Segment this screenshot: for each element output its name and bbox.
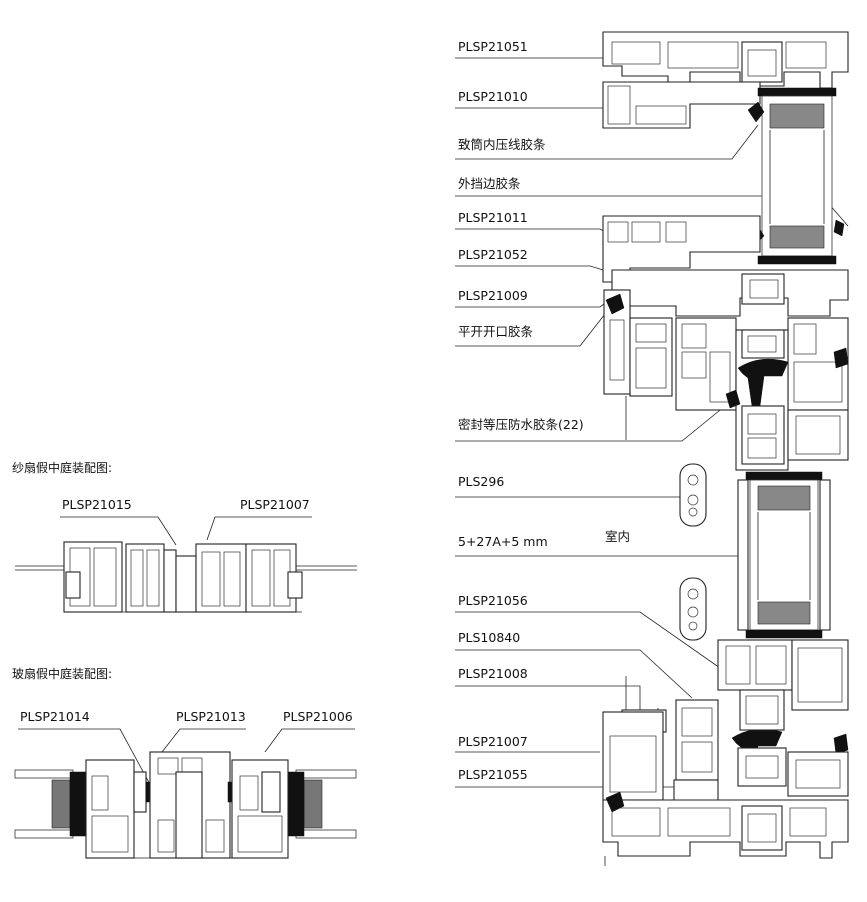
profile-plsp21010 [602,81,761,129]
leader-plsp21006 [264,728,355,753]
profile-left-glass-sash [85,759,135,859]
label-plsp21006: PLSP21006 [283,709,353,724]
profile-plsp21052 [611,269,849,317]
leader-plsp21013 [161,728,246,753]
label-glass-spec: 5+27A+5 mm [458,534,548,549]
label-plsp21015: PLSP21015 [62,497,132,512]
room-label: 室内 [605,529,630,544]
label-pressure-equalizing-seal: 密封等压防水胶条(22) [458,417,584,432]
label-pls296: PLS296 [458,474,504,489]
label-plsp21051: PLSP21051 [458,39,528,54]
label-plsp21007-right: PLSP21007 [458,734,528,749]
profile-right-sash [195,543,247,613]
screen-sash-title: 纱扇假中庭装配图: [12,460,112,475]
leader-plsp21015 [60,516,177,546]
label-plsp21056: PLSP21056 [458,593,528,608]
profile-plsp21055 [673,779,719,803]
label-outer-edge-seal: 外挡边胶条 [458,176,521,191]
label-casement-opening-seal: 平开开口胶条 [458,324,534,339]
label-plsp21007: PLSP21007 [240,497,310,512]
profile-center-mullion [125,543,165,613]
label-plsp21008: PLSP21008 [458,666,528,681]
label-plsp21052: PLSP21052 [458,247,528,262]
label-plsp21009: PLSP21009 [458,288,528,303]
glass-sash-title: 玻扇假中庭装配图: [12,666,112,681]
seal-pressure-equalizing [737,358,789,407]
label-plsp21010: PLSP21010 [458,89,528,104]
label-plsp21014: PLSP21014 [20,709,90,724]
label-inner-bead-seal: 致筒内压线胶条 [458,137,546,152]
screen-sash-diagram: 纱扇假中庭装配图: PLSP21015 PLSP21007 [12,460,357,613]
label-plsp21013: PLSP21013 [176,709,246,724]
leader-plsp21007 [206,516,312,541]
profile-plsp21007-right [602,711,664,801]
profile-casement-sash [629,317,673,397]
glass-sash-diagram: 玻扇假中庭装配图: PLSP21014 PLSP21013 PLSP21006 [12,666,357,859]
profile-pls10840 [675,699,719,781]
label-plsp21011: PLSP21011 [458,210,528,225]
section-diagram: PLSP21051 PLSP21010 致筒内压线胶条 外挡边胶条 PLSP21… [455,31,849,866]
profile-bottom-sill [602,799,849,859]
profile-plsp21056 [717,639,793,691]
label-plsp21055: PLSP21055 [458,767,528,782]
profile-pls296-lower [679,577,707,641]
label-pls10840: PLS10840 [458,630,520,645]
